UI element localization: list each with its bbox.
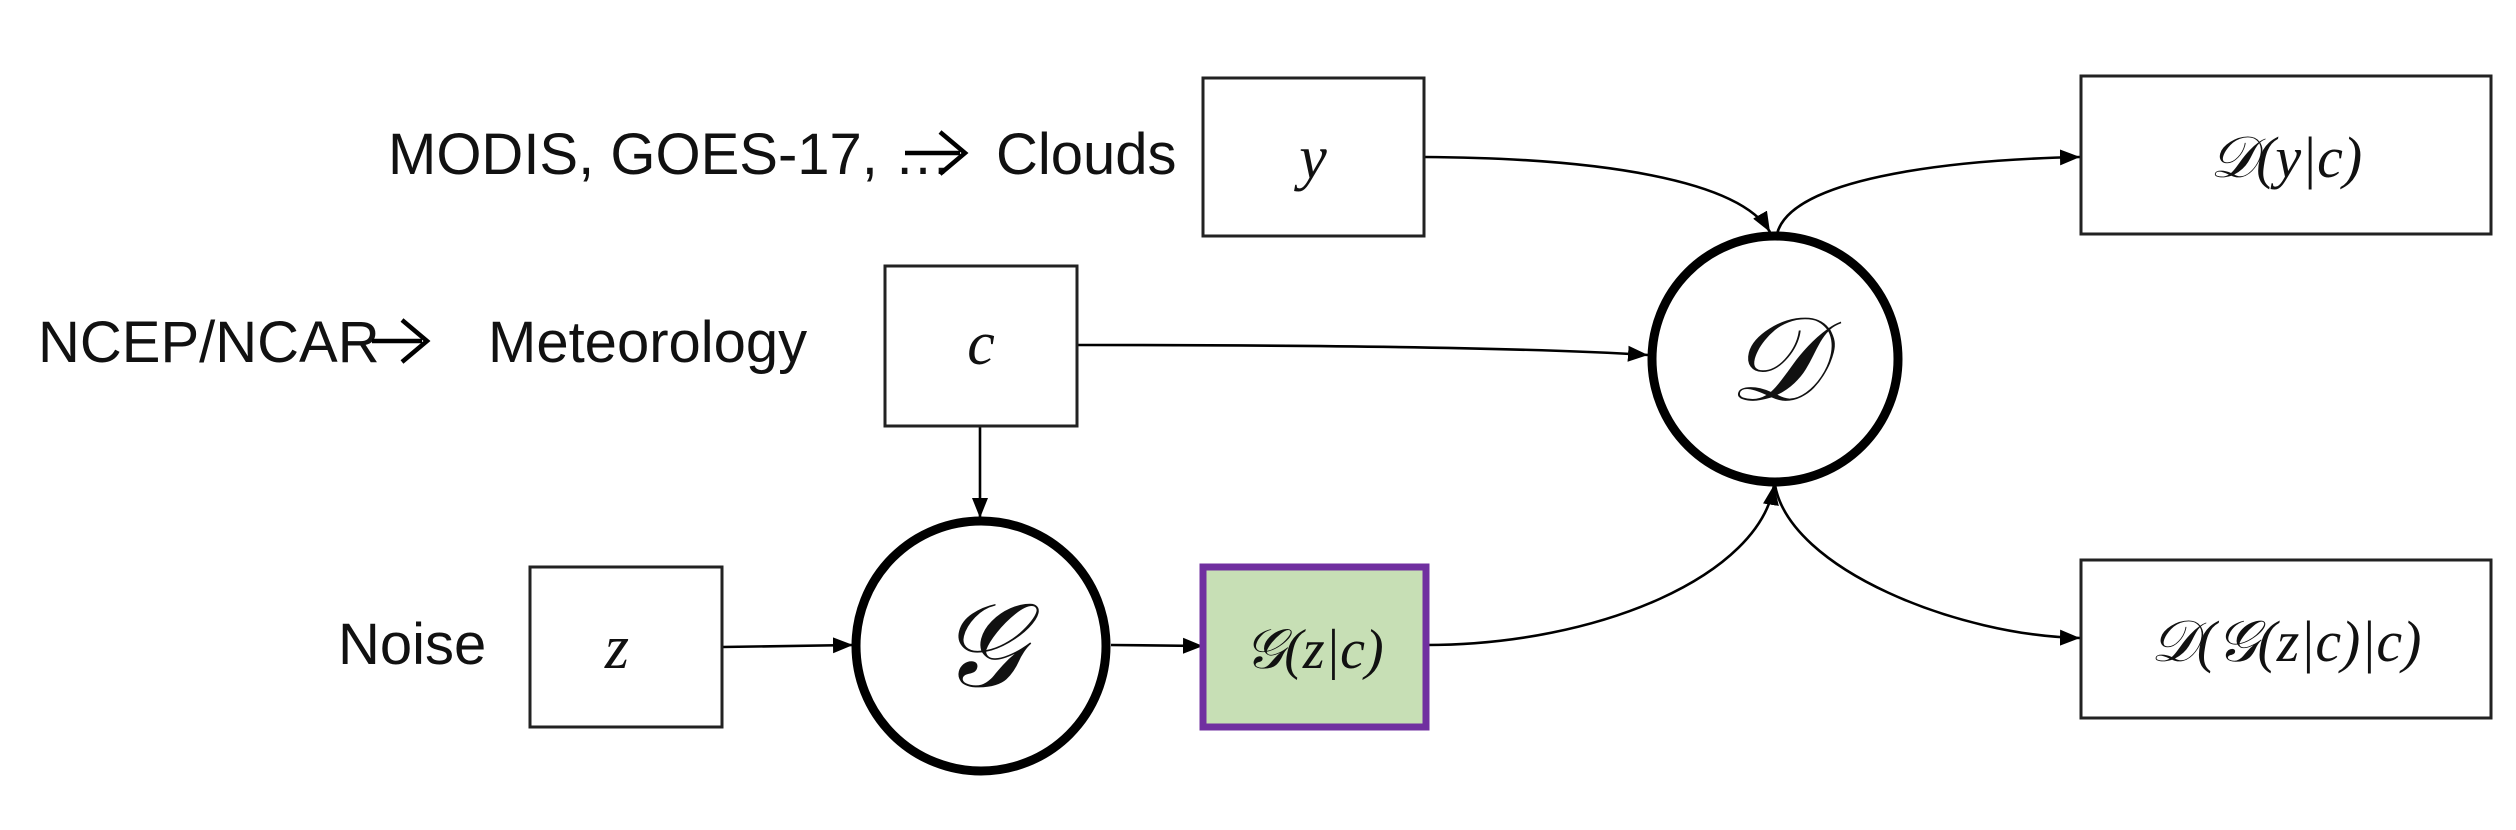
y-symbol: y bbox=[1293, 124, 1327, 192]
edge-gz-to-d bbox=[1425, 484, 1779, 647]
d-real-output-label: 𝒟(y|c) bbox=[2210, 125, 2362, 190]
c-box: c bbox=[883, 264, 1079, 428]
clouds-label: Clouds bbox=[996, 122, 1177, 187]
met-sources-label: NCEP/NCAR bbox=[38, 310, 380, 375]
d-real-output-box: 𝒟(y|c) bbox=[2079, 74, 2493, 236]
edge-g-to-gz bbox=[1110, 637, 1204, 654]
noise-label: Noise bbox=[338, 612, 486, 677]
edge-c-to-d bbox=[1076, 343, 1649, 362]
edge-z-to-g bbox=[721, 637, 854, 654]
edge-d-to-dyc bbox=[1775, 149, 2081, 235]
discriminator-node: 𝒟 bbox=[1647, 231, 1903, 487]
right-arrow-icon bbox=[372, 318, 431, 364]
edge-d-to-dgzc bbox=[1773, 484, 2081, 646]
edge-y-to-d bbox=[1423, 155, 1772, 233]
generated-sample-label: 𝒢(z|c) bbox=[1244, 619, 1383, 681]
right-arrow-icon bbox=[905, 130, 969, 176]
generated-sample-box: 𝒢(z|c) bbox=[1199, 563, 1430, 731]
y-box: y bbox=[1201, 76, 1426, 238]
generator-node: 𝒢 bbox=[851, 516, 1111, 776]
c-symbol: c bbox=[967, 310, 995, 378]
z-symbol: z bbox=[604, 614, 629, 682]
meteorology-label: Meteorology bbox=[488, 310, 807, 375]
d-fake-output-label: 𝒟(𝒢(z|c)|c) bbox=[2151, 609, 2422, 674]
cloud-sources-label: MODIS, GOES-17, … bbox=[388, 122, 952, 187]
d-fake-output-box: 𝒟(𝒢(z|c)|c) bbox=[2079, 558, 2493, 720]
z-box: z bbox=[528, 565, 724, 729]
